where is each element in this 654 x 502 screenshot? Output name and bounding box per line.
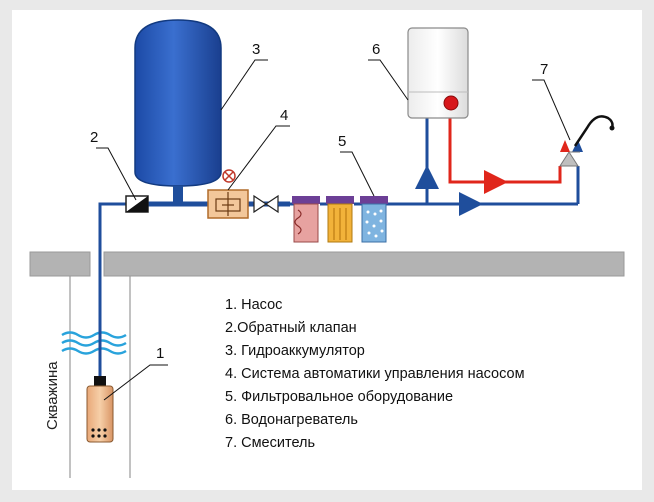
callout-6: 6 — [372, 41, 380, 58]
ground-left — [29, 251, 91, 277]
cold-pipe-rise — [98, 202, 126, 382]
legend-item-2: 2.Обратный клапан — [225, 320, 357, 336]
callout-leaders — [96, 59, 571, 401]
legend-item-6: 6. Водонагреватель — [225, 412, 358, 428]
legend-item-7: 7. Смеситель — [225, 435, 315, 451]
ground-right — [103, 251, 625, 277]
filter-3 — [360, 196, 388, 243]
mixer-faucet — [559, 115, 615, 167]
legend-item-5: 5. Фильтровальное оборудование — [225, 389, 453, 405]
pressure-gauge-icon — [222, 169, 236, 183]
well-label: Скважина — [44, 361, 61, 430]
callout-7: 7 — [540, 61, 548, 78]
callout-3: 3 — [252, 41, 260, 58]
legend-item-4: 4. Система автоматики управления насосом — [225, 366, 525, 382]
submersible-pump — [86, 376, 114, 443]
canvas — [12, 10, 642, 490]
callout-1: 1 — [156, 345, 164, 362]
filter-1 — [292, 196, 320, 243]
legend-item-1: 1. Насос — [225, 297, 282, 313]
callout-4: 4 — [280, 107, 288, 124]
automation-unit — [207, 189, 249, 219]
check-valve — [125, 195, 149, 213]
accumulator-tank — [134, 19, 222, 204]
filter-2 — [326, 196, 354, 243]
legend-item-3: 3. Гидроаккумулятор — [225, 343, 365, 359]
water-level-icon — [61, 331, 127, 355]
callout-5: 5 — [338, 133, 346, 150]
callout-2: 2 — [90, 129, 98, 146]
legend: 1. Насос 2.Обратный клапан 3. Гидроаккум… — [225, 297, 525, 451]
heater-indicator-icon — [443, 95, 459, 111]
water-heater — [407, 27, 469, 119]
